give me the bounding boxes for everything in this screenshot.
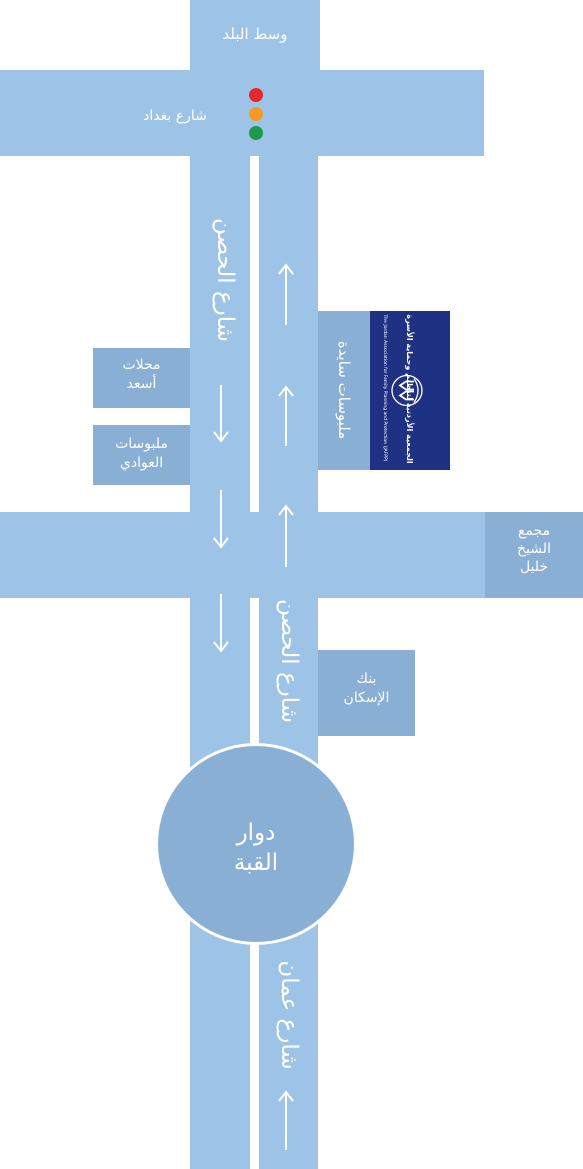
sheikh-khalil-line-1: مجمع [517,523,551,539]
label-baghdad-street: شارع بغداد [143,108,207,124]
awadi-line-2: العوادي [119,454,164,471]
iskan-bank-line-2: الإسكان [343,689,390,706]
label-roundabout: دوار القبة [155,819,357,879]
cross-street [0,512,485,598]
place-asaad-shops [93,348,190,408]
asaad-line-2: أسعد [126,375,157,392]
traffic-light-orange-icon [249,107,263,121]
qubba-roundabout [155,743,357,945]
label-asaad-shops: محلات أسعد [93,356,190,394]
label-awadi-clothing: ملبوسات العوادي [93,435,190,473]
down-arrow-icon [213,594,229,653]
jafpp-emblem-icon [391,374,423,407]
traffic-light-green-icon [249,126,263,140]
place-iskan-bank [318,650,415,736]
label-iskan-bank: بنك الإسكان [318,670,415,708]
hisn-street-right-lane [259,156,318,1169]
place-sayida-clothing [318,311,370,470]
down-arrow-icon [213,385,229,443]
jafpp-logo [370,311,450,470]
traffic-light-red-icon [249,88,263,102]
up-arrow-icon [278,1090,294,1150]
place-awadi-clothing [93,425,190,485]
sheikh-khalil-line-2: الشيخ [517,541,551,558]
label-downtown: وسط البلد [222,25,288,43]
hisn-street-left-lane [190,156,250,1169]
sheikh-khalil-line-3: خليل [519,559,549,576]
baghdad-street [0,70,484,156]
downtown-street-block [190,0,320,70]
up-arrow-icon [278,263,294,325]
up-arrow-icon [278,504,294,567]
label-sheikh-khalil-complex: مجمع الشيخ خليل [485,522,583,577]
roundabout-line-1: دوار [236,820,276,846]
iskan-bank-line-1: بنك [356,671,377,687]
asaad-line-1: محلات [122,357,161,373]
place-sheikh-khalil-complex [485,512,583,598]
down-arrow-icon [213,490,229,549]
awadi-line-1: ملبوسات [115,436,168,452]
roundabout-line-2: القبة [233,849,279,876]
up-arrow-icon [278,385,294,446]
